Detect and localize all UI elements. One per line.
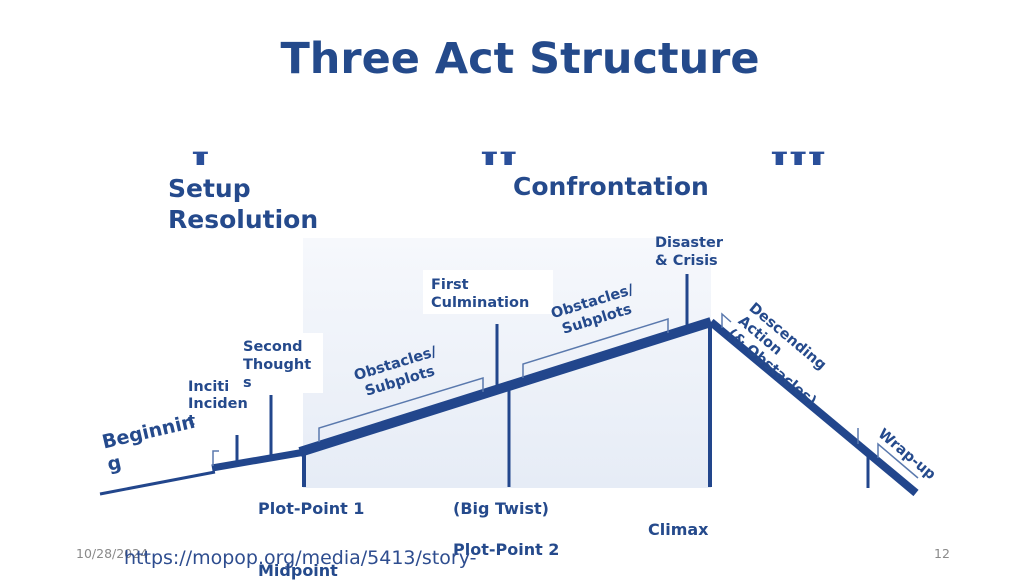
inciting-incident-line-1: Inciti (188, 379, 230, 395)
first-culmination-line-1: First (431, 277, 469, 293)
inciting-incident-line-3: t (188, 413, 195, 429)
inciting-incident-line-2: Inciden (188, 396, 248, 412)
act-1-name: Setup Resolution (168, 173, 318, 235)
big-twist-label: (Big Twist) (453, 499, 549, 518)
second-thoughts-line-2: Thought (243, 357, 312, 373)
slide-title: Three Act Structure (280, 34, 760, 84)
second-thoughts-bg (240, 333, 323, 393)
act-2-name: Confrontation (513, 172, 709, 201)
first-culmination-line-2: Culmination (431, 295, 530, 311)
second-thoughts-line-3: s (243, 375, 252, 391)
wrap-up-bracket (877, 442, 919, 479)
obstacles-1-bracket (318, 376, 484, 442)
disaster-crisis-line-1: Disaster (655, 235, 723, 251)
rising-action-line (298, 317, 713, 457)
inciting-incident-label: Inciti Inciden t (188, 379, 248, 430)
act-1-name-line-2: Resolution (168, 205, 319, 234)
act-1-numeral: I (191, 148, 210, 165)
disaster-crisis-line-2: & Crisis (655, 253, 718, 269)
climax-label: Climax (648, 520, 709, 539)
obstacles-2-bracket (522, 317, 669, 378)
first-culmination-label: First Culmination (431, 276, 529, 312)
second-thoughts-label: Second Thought s (243, 338, 311, 392)
first-culmination-bg (423, 270, 553, 314)
slide-date: 10/28/2024 (76, 546, 149, 561)
act-3-numeral: III (770, 148, 826, 165)
plot-point-2-label: Plot-Point 2 (453, 540, 560, 559)
disaster-crisis-label: Disaster & Crisis (655, 234, 723, 270)
second-thoughts-line-1: Second (243, 339, 303, 355)
descending-action-line (708, 318, 919, 497)
plot-point-1-label: Plot-Point 1 (258, 499, 365, 518)
act-1-line (211, 448, 306, 472)
beginning-line (99, 470, 216, 496)
act-1-name-line-1: Setup (168, 174, 251, 203)
beginning-bracket (212, 450, 219, 466)
slide-number: 12 (934, 546, 950, 561)
act-2-numeral: II (480, 148, 517, 165)
source-link[interactable]: https://mopop.org/media/5413/story- (124, 547, 477, 569)
descending-bracket (721, 312, 732, 328)
